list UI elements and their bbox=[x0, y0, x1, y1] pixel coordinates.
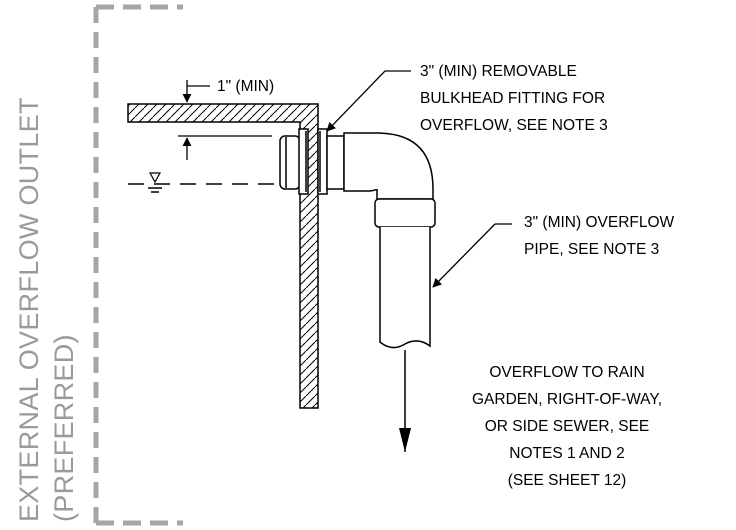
discharge-note-line-4: NOTES 1 AND 2 bbox=[509, 445, 624, 462]
tank-wall bbox=[127, 103, 319, 409]
pipe-note-line-2: PIPE, SEE NOTE 3 bbox=[524, 241, 659, 258]
discharge-note-line-2: GARDEN, RIGHT-OF-WAY, bbox=[472, 391, 662, 408]
bulkhead-leader bbox=[326, 70, 386, 132]
title-line-1: EXTERNAL OVERFLOW OUTLET bbox=[14, 97, 44, 522]
freeboard-label: 1" (MIN) bbox=[217, 78, 274, 95]
pipe-riser bbox=[379, 227, 431, 349]
pipe-leader bbox=[432, 223, 496, 288]
water-level bbox=[128, 172, 305, 193]
leaders bbox=[326, 70, 512, 288]
pipe-coupling bbox=[374, 198, 436, 228]
discharge-callout: OVERFLOW TO RAIN GARDEN, RIGHT-OF-WAY, O… bbox=[472, 364, 662, 489]
bulkhead-fitting bbox=[279, 128, 328, 195]
elbow-hub bbox=[326, 135, 345, 190]
discharge-note-line-1: OVERFLOW TO RAIN bbox=[489, 364, 644, 381]
title-line-2: (PREFERRED) bbox=[49, 334, 79, 522]
inner-nut bbox=[298, 128, 309, 195]
bulkhead-callout: 3" (MIN) REMOVABLE BULKHEAD FITTING FOR … bbox=[420, 63, 608, 134]
discharge-note-line-3: OR SIDE SEWER, SEE bbox=[485, 418, 650, 435]
bulkhead-note-line-2: BULKHEAD FITTING FOR bbox=[420, 90, 605, 107]
bulkhead-note-line-1: 3" (MIN) REMOVABLE bbox=[420, 63, 577, 80]
water-surface-symbol bbox=[148, 172, 162, 184]
dashed-border bbox=[93, 4, 183, 526]
vertical-title: EXTERNAL OVERFLOW OUTLET (PREFERRED) bbox=[14, 97, 79, 522]
pipe-note-line-1: 3" (MIN) OVERFLOW bbox=[524, 214, 675, 231]
tank-wall-section bbox=[127, 103, 319, 409]
bulkhead-note-line-3: OVERFLOW, SEE NOTE 3 bbox=[420, 117, 608, 134]
discharge-arrow-head bbox=[399, 428, 411, 452]
discharge-note-line-5: (SEE SHEET 12) bbox=[508, 472, 627, 489]
pipe-callout: 3" (MIN) OVERFLOW PIPE, SEE NOTE 3 bbox=[524, 214, 675, 258]
inner-stub bbox=[279, 135, 301, 190]
overflow-pipe bbox=[326, 132, 436, 349]
pipe-elbow bbox=[343, 132, 434, 200]
freeboard-dimension bbox=[178, 80, 272, 160]
